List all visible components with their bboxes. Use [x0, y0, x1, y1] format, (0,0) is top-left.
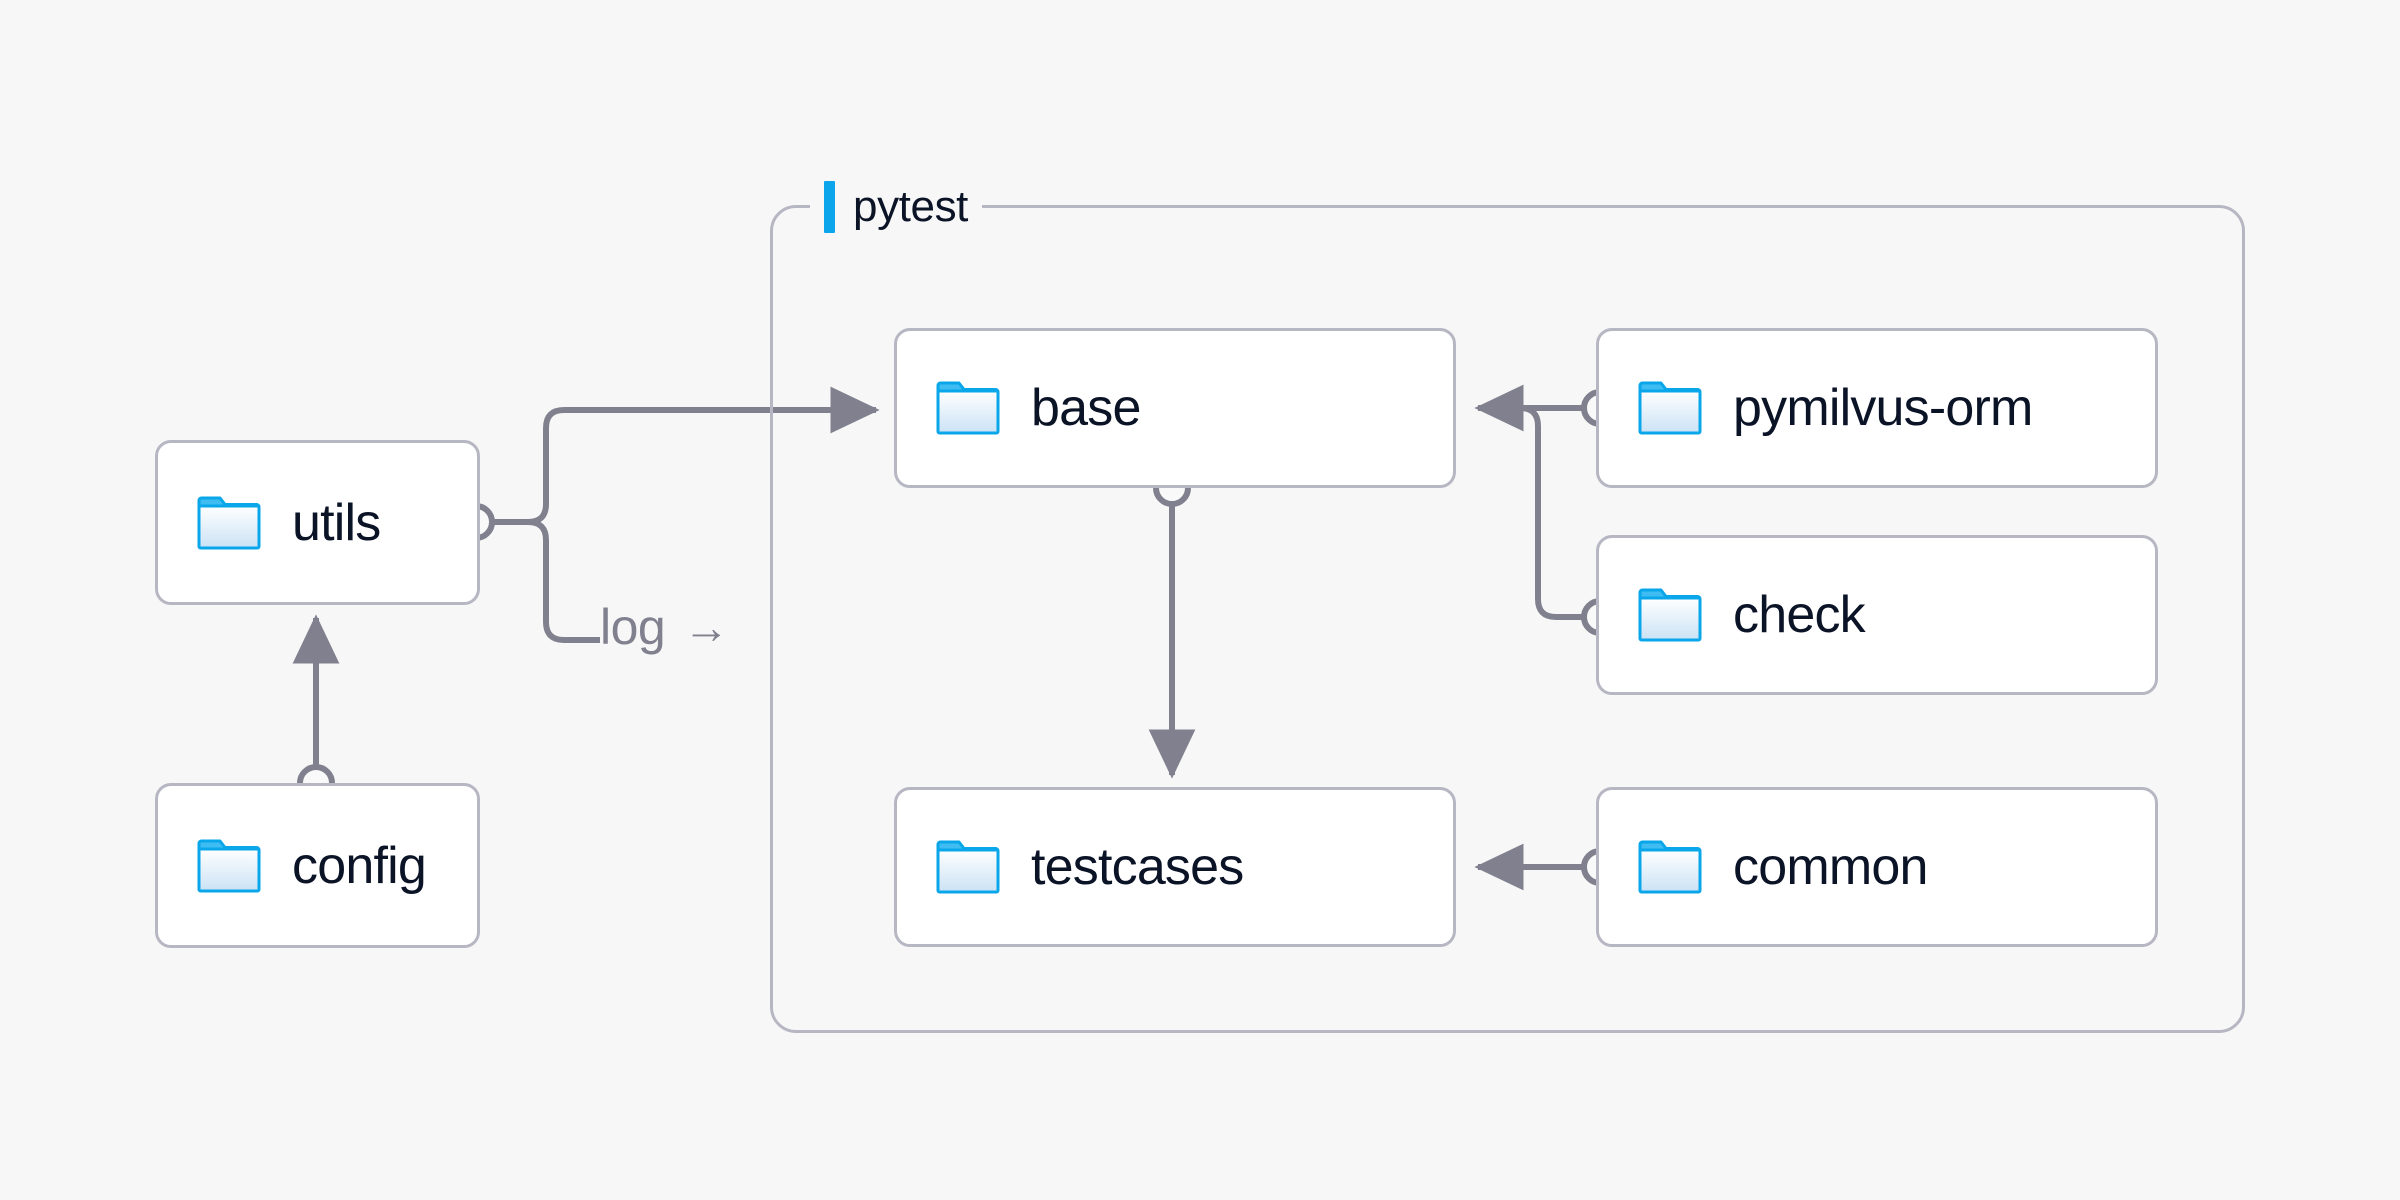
node-label-config: config	[292, 836, 427, 895]
group-accent-bar	[824, 181, 835, 233]
folder-icon	[1638, 381, 1702, 435]
node-label-check: check	[1733, 586, 1866, 644]
folder-icon	[936, 840, 1000, 894]
arrow-right-icon: →	[683, 601, 729, 653]
folder-icon	[936, 381, 1000, 435]
node-common[interactable]: common	[1596, 787, 2158, 947]
node-pymilvus-orm[interactable]: pymilvus-orm	[1596, 328, 2158, 488]
folder-icon	[197, 496, 261, 549]
edge-label-log: log →	[600, 598, 729, 656]
node-config[interactable]: config	[155, 783, 480, 948]
group-label-text: pytest	[853, 182, 968, 231]
node-base[interactable]: base	[894, 328, 1456, 488]
folder-icon	[197, 839, 261, 892]
pytest-group-container	[770, 205, 2245, 1033]
node-label-utils: utils	[292, 493, 381, 552]
node-label-common: common	[1733, 838, 1928, 896]
node-label-testcases: testcases	[1031, 838, 1244, 896]
folder-icon	[1638, 840, 1702, 894]
folder-icon	[1638, 588, 1702, 642]
node-label-base: base	[1031, 379, 1141, 437]
node-check[interactable]: check	[1596, 535, 2158, 695]
pytest-group-label: pytest	[810, 180, 982, 234]
edge-utils-to-log	[527, 519, 600, 643]
node-utils[interactable]: utils	[155, 440, 480, 605]
node-label-pymilvus-orm: pymilvus-orm	[1733, 379, 2033, 437]
node-testcases[interactable]: testcases	[894, 787, 1456, 947]
edge-label-log-text: log	[600, 599, 666, 655]
